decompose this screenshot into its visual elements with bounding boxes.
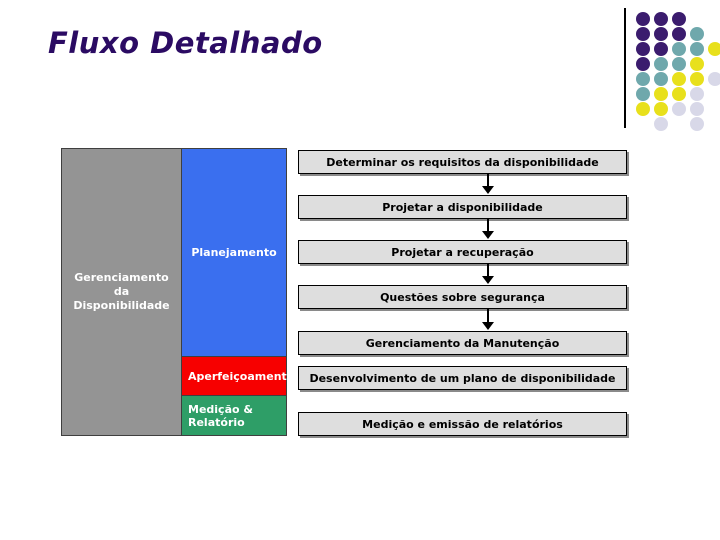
vertical-rule [624, 8, 626, 128]
decorative-dot [636, 57, 650, 71]
connector-arrow-2-3-line [487, 219, 489, 232]
connector-arrow-1-2-line [487, 174, 489, 187]
process-box-label: Projetar a recuperação [391, 245, 534, 259]
decorative-dot [654, 57, 668, 71]
decorative-dot [690, 87, 704, 101]
lane-label: Medição &Relatório [188, 402, 253, 429]
decorative-dot [654, 27, 668, 41]
process-box-7[interactable]: Medição e emissão de relatórios [298, 412, 627, 436]
connector-arrow-4-5-head [482, 322, 494, 330]
decorative-dot [654, 42, 668, 56]
decorative-dot [690, 102, 704, 116]
process-box-label: Projetar a disponibilidade [382, 200, 543, 214]
decorative-dot [654, 72, 668, 86]
lane-label: Planejamento [191, 246, 277, 259]
process-box-label: Gerenciamento da Manutenção [365, 336, 560, 350]
process-box-3[interactable]: Projetar a recuperação [298, 240, 627, 264]
decorative-dot [672, 102, 686, 116]
decorative-dot [636, 72, 650, 86]
lane-aperfeicoamento: Aperfeiçoamento [181, 356, 294, 396]
decorative-dot [690, 117, 704, 131]
connector-arrow-3-4-head [482, 276, 494, 284]
dot-grid-decoration [624, 4, 720, 131]
decorative-dot [672, 42, 686, 56]
connector-arrow-1-2-head [482, 186, 494, 194]
decorative-dot [636, 87, 650, 101]
process-box-2[interactable]: Projetar a disponibilidade [298, 195, 627, 219]
connector-arrow-3-4-line [487, 264, 489, 277]
process-box-label: Desenvolvimento de um plano de disponibi… [309, 371, 616, 385]
decorative-dot [636, 12, 650, 26]
decorative-dot [654, 117, 668, 131]
decorative-dot [636, 42, 650, 56]
decorative-dot [672, 12, 686, 26]
decorative-dot [672, 72, 686, 86]
process-box-label: Determinar os requisitos da disponibilid… [326, 155, 599, 169]
decorative-dot [690, 72, 704, 86]
decorative-dot [708, 42, 720, 56]
connector-arrow-4-5-line [487, 309, 489, 323]
process-box-4[interactable]: Questões sobre segurança [298, 285, 627, 309]
lane-label: Aperfeiçoamento [188, 369, 295, 383]
decorative-dot [672, 27, 686, 41]
lane-planejamento: Planejamento [181, 148, 287, 357]
lane-medicao-relatorio: Medição &Relatório [181, 395, 287, 436]
decorative-dot [636, 27, 650, 41]
decorative-dot [654, 102, 668, 116]
page-title: Fluxo Detalhado [48, 26, 323, 60]
decorative-dot [690, 27, 704, 41]
decorative-dot [672, 87, 686, 101]
process-box-1[interactable]: Determinar os requisitos da disponibilid… [298, 150, 627, 174]
decorative-dot [672, 57, 686, 71]
process-box-label: Medição e emissão de relatórios [362, 417, 563, 431]
process-box-label: Questões sobre segurança [380, 290, 545, 304]
process-box-6[interactable]: Desenvolvimento de um plano de disponibi… [298, 366, 627, 390]
connector-arrow-2-3-head [482, 231, 494, 239]
decorative-dot [690, 42, 704, 56]
decorative-dot [708, 72, 720, 86]
decorative-dot [636, 102, 650, 116]
decorative-dot [654, 12, 668, 26]
process-box-5[interactable]: Gerenciamento da Manutenção [298, 331, 627, 355]
decorative-dot [654, 87, 668, 101]
decorative-dot [690, 57, 704, 71]
